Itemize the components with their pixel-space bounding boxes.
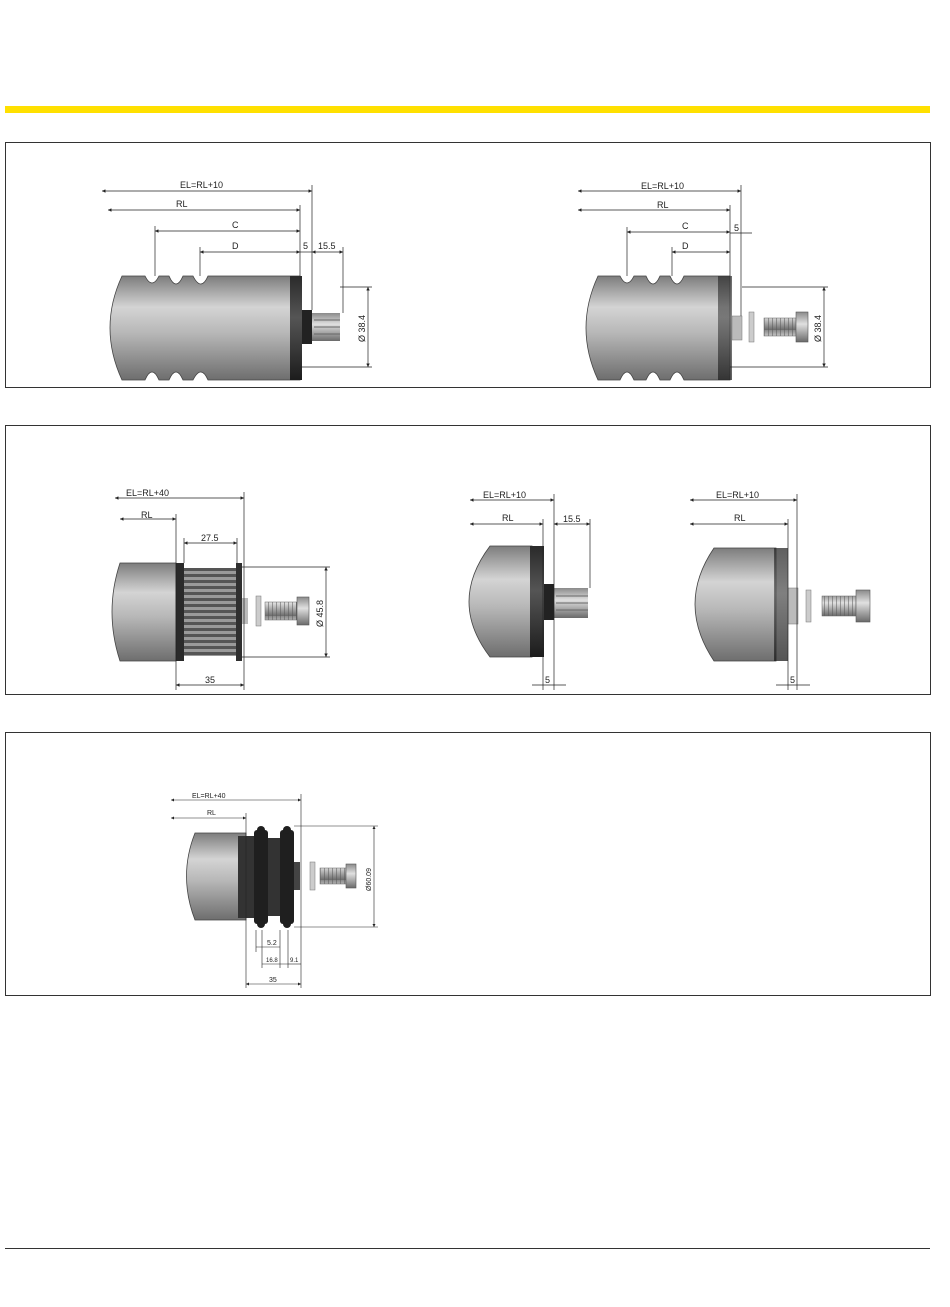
panel-bearing-variants-1 [5,142,931,388]
panel-sprocket-variant-3 [5,732,931,996]
footer-divider [5,1248,930,1249]
panel-drive-variants-2 [5,425,931,695]
